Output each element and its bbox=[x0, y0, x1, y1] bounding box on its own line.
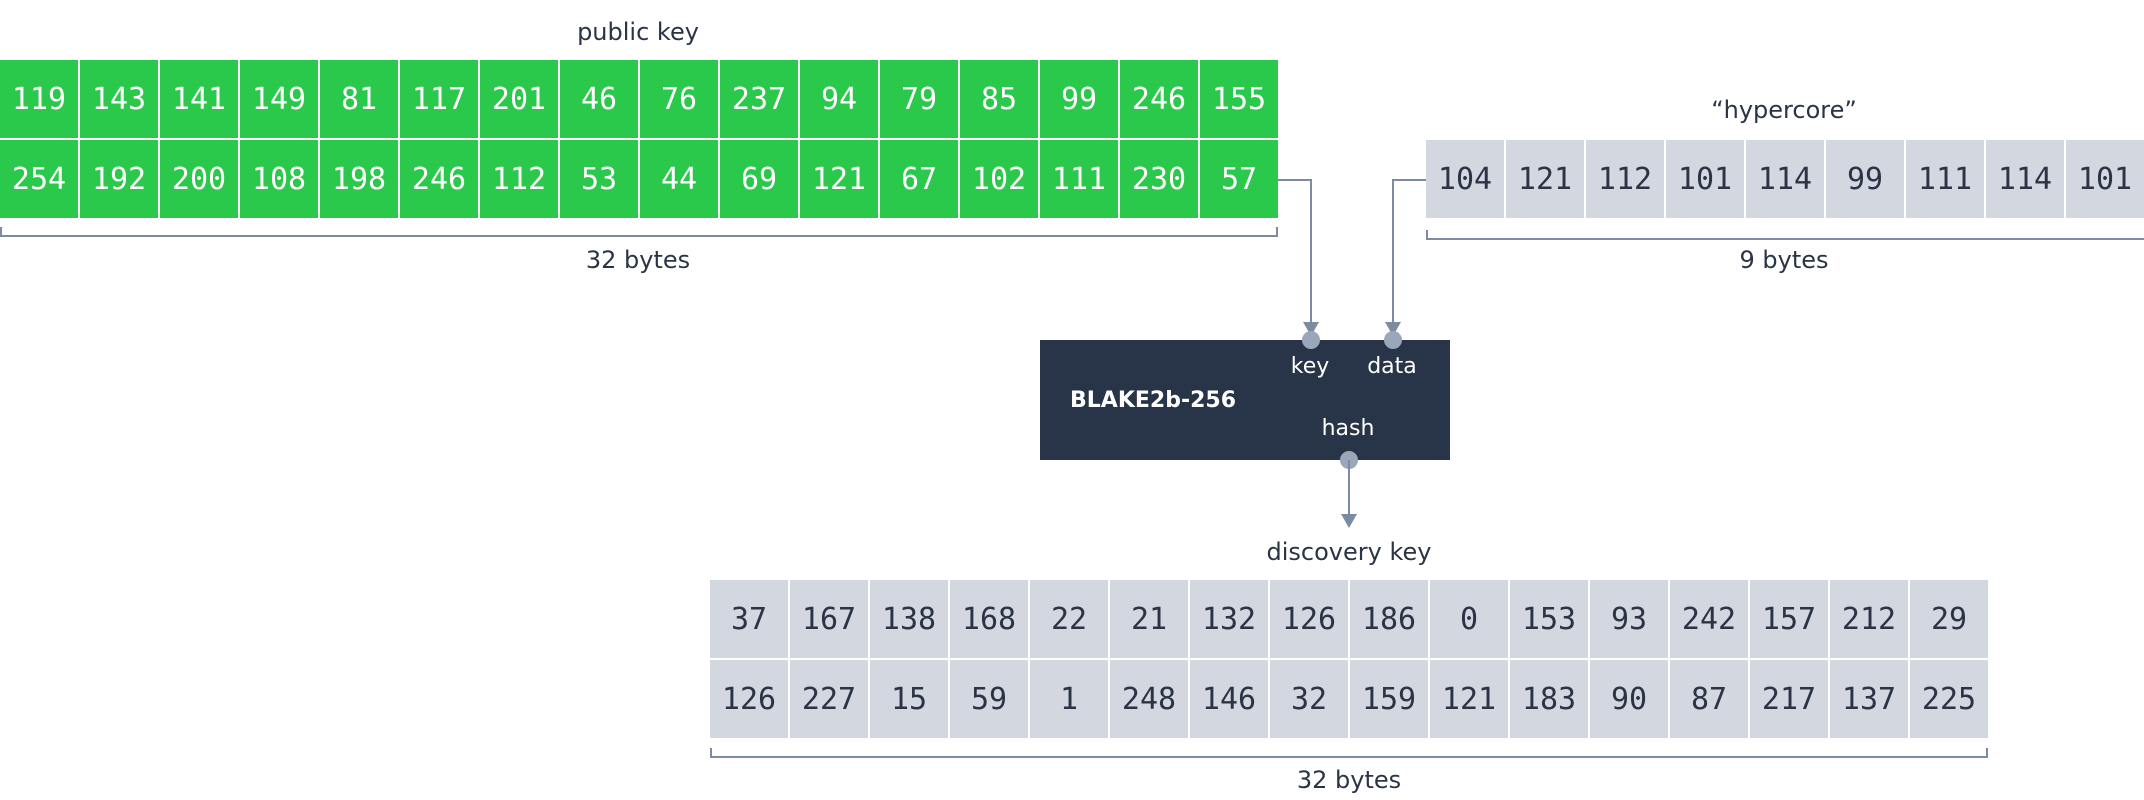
public-key-byte-cell: 111 bbox=[1040, 140, 1118, 218]
hypercore-byte-cell: 111 bbox=[1906, 140, 1984, 218]
public-key-byte-cell: 200 bbox=[160, 140, 238, 218]
discovery-key-byte-cell: 126 bbox=[710, 660, 788, 738]
public-key-byte-cell: 149 bbox=[240, 60, 318, 138]
public-key-byte-cell: 46 bbox=[560, 60, 638, 138]
public-key-byte-cell: 201 bbox=[480, 60, 558, 138]
public-key-byte-cell: 102 bbox=[960, 140, 1038, 218]
public-key-byte-cell: 192 bbox=[80, 140, 158, 218]
discovery-key-byte-cell: 59 bbox=[950, 660, 1028, 738]
public-key-byte-cell: 112 bbox=[480, 140, 558, 218]
discovery-key-byte-cell: 153 bbox=[1510, 580, 1588, 658]
public-key-byte-cell: 254 bbox=[0, 140, 78, 218]
hypercore-byte-cell: 112 bbox=[1586, 140, 1664, 218]
discovery-key-byte-cell: 22 bbox=[1030, 580, 1108, 658]
hypercore-byte-cell: 121 bbox=[1506, 140, 1584, 218]
hypercore-title: “hypercore” bbox=[1711, 96, 1857, 124]
data-arrowhead bbox=[1385, 322, 1401, 336]
discovery-key-byte-cell: 227 bbox=[790, 660, 868, 738]
discovery-key-byte-cell: 159 bbox=[1350, 660, 1428, 738]
public-key-byte-cell: 143 bbox=[80, 60, 158, 138]
public-key-byte-cell: 198 bbox=[320, 140, 398, 218]
public-key-byte-cell: 121 bbox=[800, 140, 878, 218]
discovery-key-byte-cell: 157 bbox=[1750, 580, 1828, 658]
public-key-size-label: 32 bytes bbox=[585, 246, 691, 274]
discovery-key-title: discovery key bbox=[1266, 538, 1432, 566]
hypercore-byte-cell: 101 bbox=[1666, 140, 1744, 218]
public-key-byte-cell: 141 bbox=[160, 60, 238, 138]
public-key-byte-cell: 79 bbox=[880, 60, 958, 138]
key-port bbox=[1302, 331, 1320, 349]
discovery-key-byte-cell: 132 bbox=[1190, 580, 1268, 658]
hash-function-name: BLAKE2b-256 bbox=[1070, 388, 1236, 413]
public-key-byte-cell: 69 bbox=[720, 140, 798, 218]
discovery-key-byte-cell: 167 bbox=[790, 580, 868, 658]
hypercore-to-data-line bbox=[1392, 179, 1426, 322]
discovery-key-size-bracket bbox=[710, 748, 1988, 758]
discovery-key-byte-cell: 87 bbox=[1670, 660, 1748, 738]
public-key-byte-cell: 246 bbox=[1120, 60, 1198, 138]
discovery-key-byte-cell: 183 bbox=[1510, 660, 1588, 738]
discovery-key-byte-cell: 0 bbox=[1430, 580, 1508, 658]
public-key-byte-cell: 246 bbox=[400, 140, 478, 218]
public-key-byte-cell: 85 bbox=[960, 60, 1038, 138]
hypercore-byte-cell: 101 bbox=[2066, 140, 2144, 218]
hypercore-byte-cell: 114 bbox=[1746, 140, 1824, 218]
discovery-key-byte-cell: 242 bbox=[1670, 580, 1748, 658]
public-key-byte-cell: 81 bbox=[320, 60, 398, 138]
discovery-key-byte-cell: 248 bbox=[1110, 660, 1188, 738]
hypercore-size-bracket bbox=[1426, 230, 2144, 240]
discovery-key-byte-cell: 168 bbox=[950, 580, 1028, 658]
discovery-key-byte-cell: 212 bbox=[1830, 580, 1908, 658]
discovery-key-byte-cell: 225 bbox=[1910, 660, 1988, 738]
discovery-key-byte-cell: 1 bbox=[1030, 660, 1108, 738]
public-key-title: public key bbox=[577, 18, 699, 46]
discovery-key-byte-cell: 146 bbox=[1190, 660, 1268, 738]
public-key-byte-cell: 94 bbox=[800, 60, 878, 138]
hash-output-label: hash bbox=[1321, 416, 1375, 441]
public-key-byte-cell: 230 bbox=[1120, 140, 1198, 218]
hypercore-size-label: 9 bytes bbox=[1739, 246, 1829, 274]
data-input-label: data bbox=[1367, 354, 1417, 379]
public-key-byte-cell: 155 bbox=[1200, 60, 1278, 138]
public-key-byte-cell: 53 bbox=[560, 140, 638, 218]
public-key-size-bracket bbox=[0, 227, 1278, 237]
discovery-key-byte-cell: 32 bbox=[1270, 660, 1348, 738]
discovery-key-byte-cell: 138 bbox=[870, 580, 948, 658]
discovery-key-byte-cell: 15 bbox=[870, 660, 948, 738]
public-key-byte-cell: 237 bbox=[720, 60, 798, 138]
discovery-key-byte-cell: 137 bbox=[1830, 660, 1908, 738]
public-key-byte-cell: 76 bbox=[640, 60, 718, 138]
discovery-key-byte-cell: 29 bbox=[1910, 580, 1988, 658]
discovery-key-size-label: 32 bytes bbox=[1296, 766, 1402, 794]
hypercore-byte-cell: 99 bbox=[1826, 140, 1904, 218]
discovery-key-byte-cell: 90 bbox=[1590, 660, 1668, 738]
public-key-byte-cell: 67 bbox=[880, 140, 958, 218]
discovery-key-byte-cell: 21 bbox=[1110, 580, 1188, 658]
key-input-label: key bbox=[1290, 354, 1330, 379]
blake2b-hash-box: BLAKE2b-256 key data hash bbox=[1040, 340, 1450, 460]
hash-arrowhead bbox=[1341, 514, 1357, 528]
discovery-key-byte-cell: 186 bbox=[1350, 580, 1428, 658]
key-arrowhead bbox=[1303, 322, 1319, 336]
discovery-key-byte-cell: 37 bbox=[710, 580, 788, 658]
public-key-byte-cell: 44 bbox=[640, 140, 718, 218]
public-key-byte-cell: 117 bbox=[400, 60, 478, 138]
public-key-byte-cell: 119 bbox=[0, 60, 78, 138]
public-key-to-key-line bbox=[1278, 179, 1312, 322]
data-port bbox=[1384, 331, 1402, 349]
discovery-key-byte-cell: 217 bbox=[1750, 660, 1828, 738]
public-key-byte-cell: 99 bbox=[1040, 60, 1118, 138]
hypercore-byte-cell: 114 bbox=[1986, 140, 2064, 218]
public-key-byte-cell: 108 bbox=[240, 140, 318, 218]
hypercore-byte-cell: 104 bbox=[1426, 140, 1504, 218]
discovery-key-byte-cell: 126 bbox=[1270, 580, 1348, 658]
discovery-key-byte-cell: 93 bbox=[1590, 580, 1668, 658]
public-key-byte-cell: 57 bbox=[1200, 140, 1278, 218]
discovery-key-byte-cell: 121 bbox=[1430, 660, 1508, 738]
